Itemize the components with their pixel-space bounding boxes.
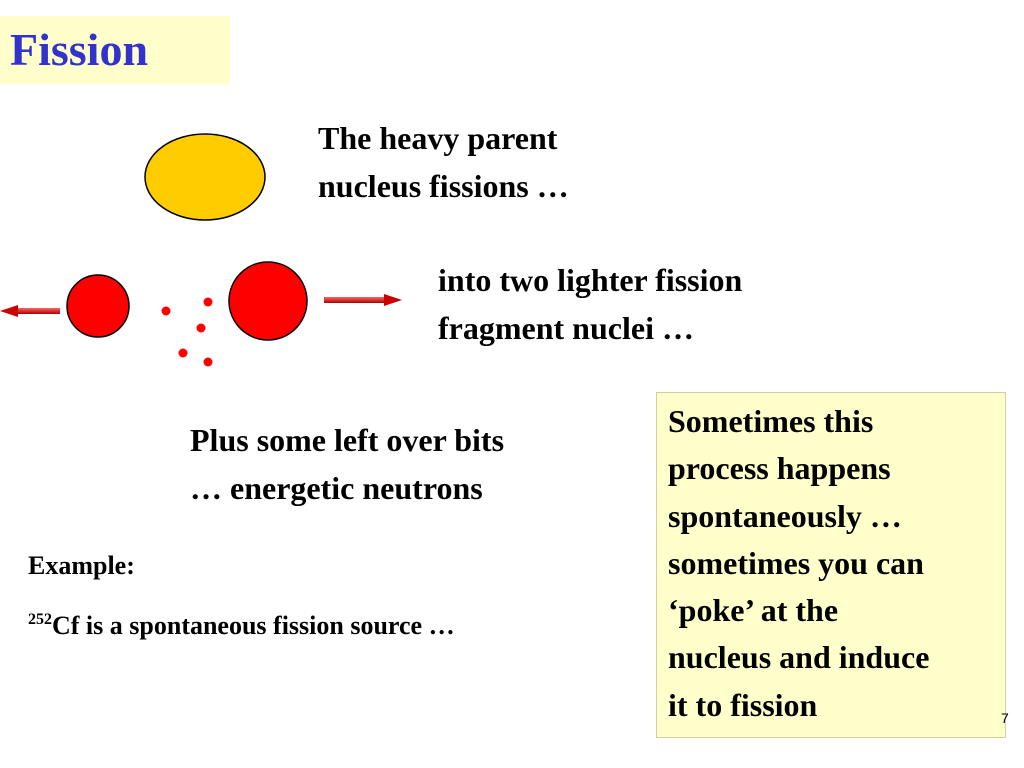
caption-line: fragment nuclei … bbox=[438, 310, 694, 346]
note-line: it to fission bbox=[668, 686, 818, 723]
neutron bbox=[161, 306, 171, 316]
page-number: 7 bbox=[1001, 710, 1009, 726]
neutron bbox=[196, 323, 206, 333]
caption-line: into two lighter fission bbox=[438, 262, 743, 298]
example-label: Example: bbox=[28, 551, 135, 580]
neutron bbox=[178, 348, 188, 358]
note-line: Sometimes this bbox=[668, 403, 874, 439]
example-sentence: Cf is a spontaneous fission source … bbox=[52, 611, 455, 640]
note-background bbox=[656, 392, 1006, 738]
caption-line: Plus some left over bits bbox=[190, 422, 505, 458]
note-text: Sometimes this process happens spontaneo… bbox=[668, 398, 929, 729]
parent-nucleus-caption: The heavy parent nucleus fissions … bbox=[318, 114, 569, 210]
note-line: spontaneously … bbox=[668, 497, 902, 534]
title-background bbox=[0, 16, 230, 84]
isotope-mass-number: 252 bbox=[28, 611, 52, 628]
caption-line: nucleus fissions … bbox=[318, 168, 569, 204]
fragment-nucleus-right bbox=[228, 261, 308, 341]
arrow-left bbox=[0, 305, 60, 317]
fragment-nucleus-left bbox=[66, 274, 130, 338]
caption-line: The heavy parent bbox=[318, 120, 558, 156]
fragments-caption: into two lighter fission fragment nuclei… bbox=[438, 256, 742, 352]
note-line: nucleus and induce bbox=[668, 639, 930, 676]
neutron bbox=[203, 357, 213, 367]
note-line: sometimes you can bbox=[668, 544, 924, 581]
arrow-right bbox=[324, 294, 402, 306]
note-line: ‘poke’ at the bbox=[668, 592, 839, 629]
caption-line: … energetic neutrons bbox=[190, 470, 483, 506]
neutron bbox=[203, 297, 213, 307]
parent-nucleus bbox=[144, 133, 266, 221]
example-text: 252Cf is a spontaneous fission source … bbox=[28, 608, 455, 644]
neutrons-caption: Plus some left over bits … energetic neu… bbox=[190, 416, 504, 512]
note-line: process happens bbox=[668, 450, 891, 487]
slide-title: Fission bbox=[10, 24, 149, 75]
